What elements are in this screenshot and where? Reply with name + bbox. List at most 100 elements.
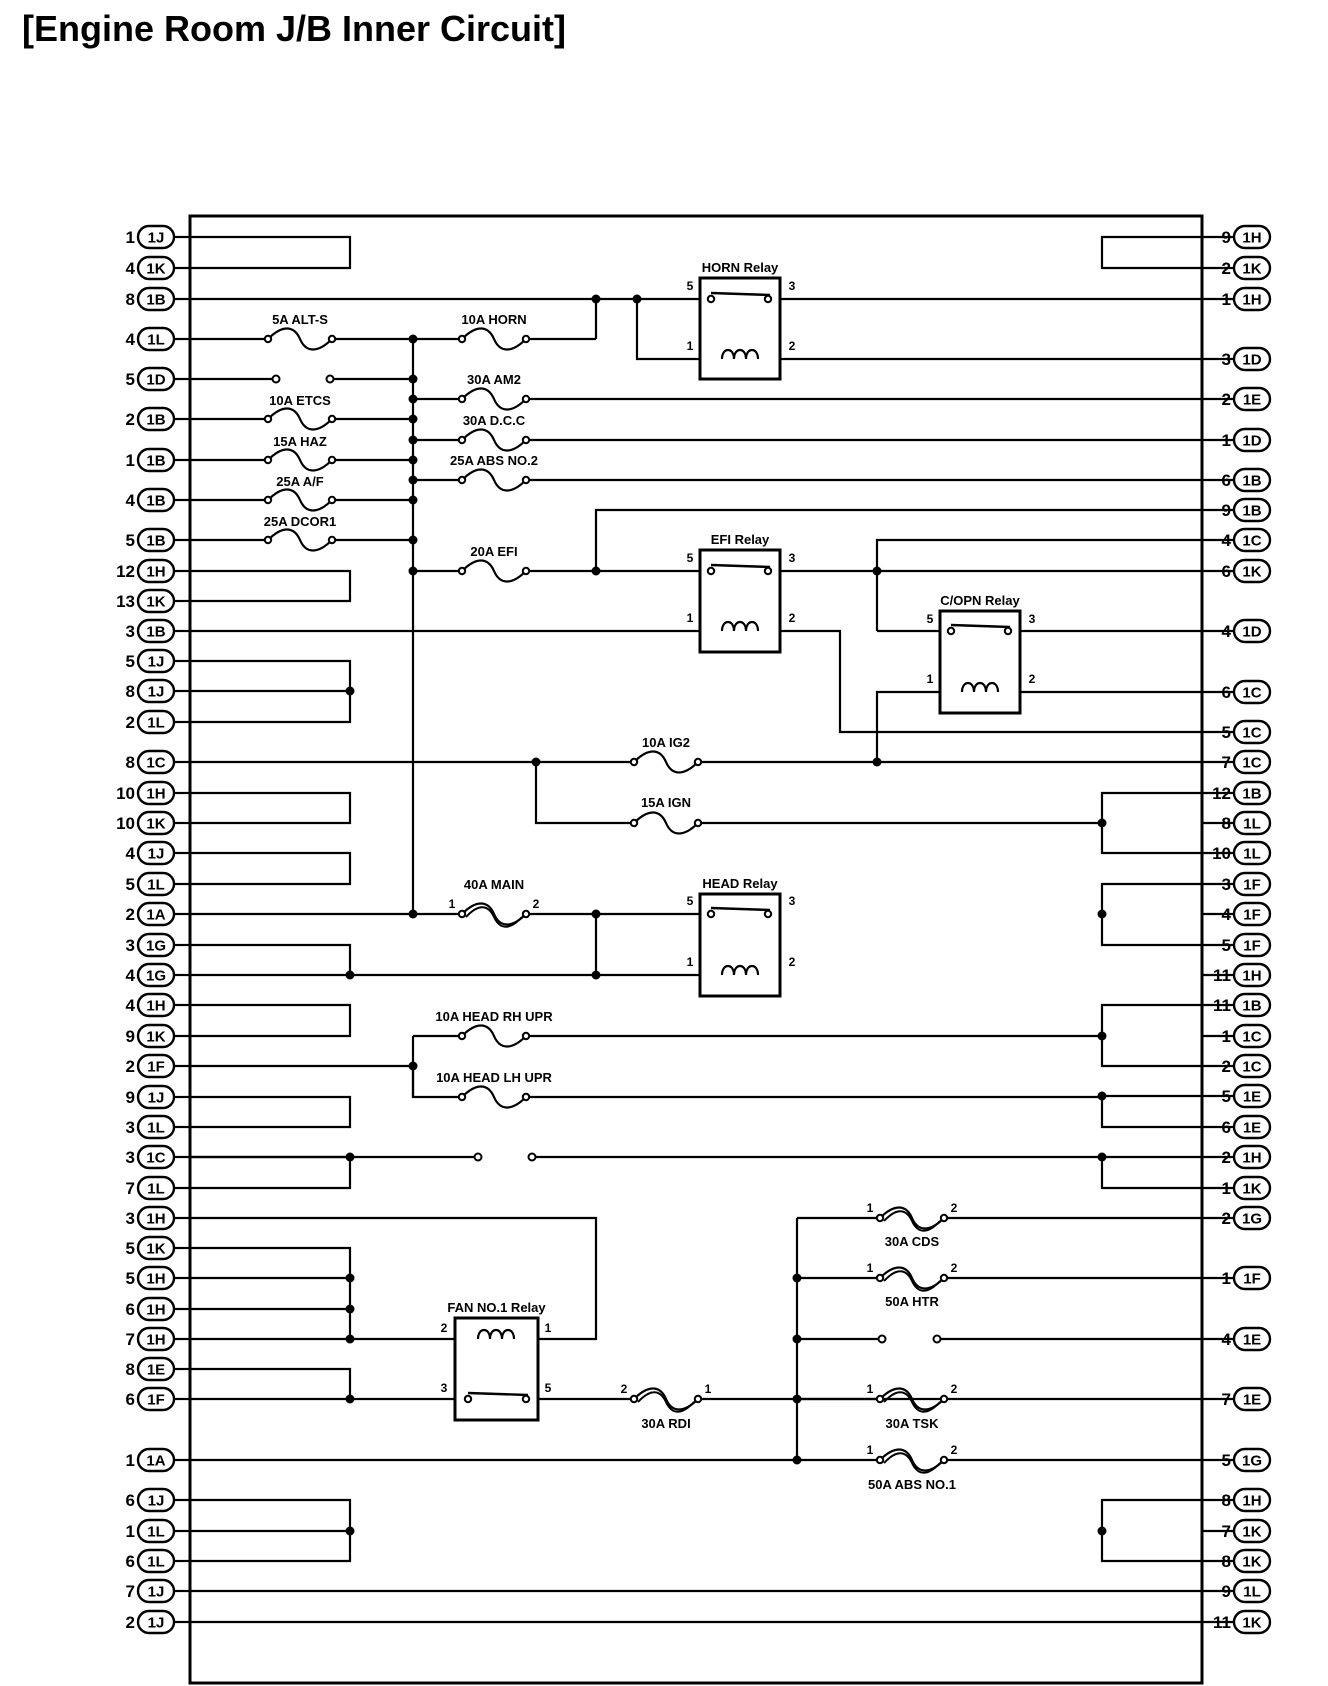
connector-id: 1J bbox=[148, 1090, 165, 1107]
junction-dot bbox=[872, 757, 882, 767]
fuse-element bbox=[267, 528, 333, 552]
open-terminal bbox=[932, 1334, 942, 1344]
open-terminal bbox=[527, 1152, 537, 1162]
left-pin-40: 1L6 bbox=[126, 1548, 176, 1574]
pin-number: 7 bbox=[126, 1582, 135, 1601]
fuse-alt-s: 5A ALT-S bbox=[263, 312, 337, 351]
connector-id: 1B bbox=[146, 533, 165, 550]
label: 3 bbox=[789, 894, 796, 908]
fuse-terminal bbox=[263, 414, 273, 424]
loop-wire bbox=[1100, 235, 1202, 270]
connector-id: 1H bbox=[146, 1332, 165, 1349]
left-pin-42: 1J2 bbox=[126, 1609, 176, 1635]
pin-number: 7 bbox=[126, 1330, 135, 1349]
pin-number: 3 bbox=[126, 1209, 135, 1228]
fuse-terminal bbox=[327, 334, 337, 344]
fuse-label: 30A CDS bbox=[885, 1234, 940, 1249]
junction-block-outline bbox=[188, 214, 1204, 1685]
connector-id: 1K bbox=[1242, 564, 1261, 581]
junction-dot bbox=[345, 1304, 355, 1314]
switch-arm bbox=[710, 906, 771, 912]
contact bbox=[706, 566, 716, 576]
junction-dot bbox=[591, 970, 601, 980]
connector-id: 1H bbox=[1242, 292, 1261, 309]
wire bbox=[534, 762, 634, 825]
switch-arm bbox=[710, 563, 771, 569]
pin-number: 8 bbox=[126, 290, 135, 309]
fuse-element bbox=[465, 906, 523, 928]
fuse-element bbox=[461, 468, 527, 492]
terminal-number: 2 bbox=[533, 897, 540, 911]
fuse-terminal bbox=[263, 334, 273, 344]
pin-number: 8 bbox=[126, 1360, 135, 1379]
fuse-label: 30A RDI bbox=[641, 1416, 690, 1431]
connector-id: 1B bbox=[146, 624, 165, 641]
terminal-number: 1 bbox=[867, 1443, 874, 1457]
terminal-number: 2 bbox=[951, 1261, 958, 1275]
left-pin-31: 1K5 bbox=[126, 1235, 176, 1261]
label: 5 bbox=[545, 1381, 552, 1395]
connector-id: 1E bbox=[1243, 1089, 1261, 1106]
connector-id: 1H bbox=[146, 1302, 165, 1319]
wire bbox=[411, 1066, 462, 1099]
label: 5 bbox=[927, 612, 934, 626]
connector-id: 1F bbox=[147, 1392, 165, 1409]
connector-id: 1B bbox=[146, 493, 165, 510]
connector-id: 1B bbox=[1242, 998, 1261, 1015]
loop-wire bbox=[1100, 882, 1202, 947]
contact bbox=[463, 1394, 473, 1404]
fuse-terminal bbox=[457, 909, 467, 919]
fuse-label: 50A ABS NO.1 bbox=[868, 1477, 956, 1492]
pin-number: 10 bbox=[116, 814, 135, 833]
connector-id: 1J bbox=[148, 230, 165, 247]
fuse-ign: 15A IGN bbox=[629, 795, 703, 835]
fuse-label: 50A HTR bbox=[885, 1294, 939, 1309]
pin-number: 2 bbox=[126, 410, 135, 429]
left-pin-24: 1K9 bbox=[126, 1023, 176, 1049]
pin-number: 12 bbox=[116, 562, 135, 581]
fuse-terminal bbox=[327, 414, 337, 424]
pin-number: 9 bbox=[126, 1088, 135, 1107]
pin-number: 4 bbox=[126, 996, 136, 1015]
label: 1 bbox=[927, 672, 934, 686]
label: 1 bbox=[687, 611, 694, 625]
fuse-label: 20A EFI bbox=[470, 544, 517, 559]
left-pin-5: 1B2 bbox=[126, 406, 176, 432]
fuse-element bbox=[461, 428, 527, 452]
fuse-element bbox=[461, 559, 527, 583]
fuse-horn: 10A HORN bbox=[457, 312, 531, 351]
open-terminal bbox=[877, 1334, 887, 1344]
left-pin-41: 1J7 bbox=[126, 1578, 176, 1604]
label: 3 bbox=[789, 551, 796, 565]
connector-id: 1F bbox=[1243, 938, 1261, 955]
fuse-label: 25A A/F bbox=[276, 474, 323, 489]
left-pin-26: 1J 9 bbox=[126, 1084, 176, 1110]
fuse-terminal bbox=[875, 1394, 885, 1404]
open-terminal bbox=[325, 374, 335, 384]
fuse-element bbox=[883, 1452, 941, 1474]
pin-number: 4 bbox=[126, 966, 136, 985]
left-pin-7: 1B4 bbox=[126, 487, 176, 513]
fuse-terminal bbox=[939, 1455, 949, 1465]
loop-wire bbox=[190, 1246, 352, 1341]
fuse-element bbox=[883, 1391, 941, 1413]
pin-number: 10 bbox=[116, 784, 135, 803]
contact bbox=[521, 1394, 531, 1404]
junction-dot bbox=[1097, 1526, 1107, 1536]
connector-id: 1E bbox=[1243, 1332, 1261, 1349]
pin-number: 3 bbox=[126, 936, 135, 955]
loop-wire bbox=[190, 1155, 352, 1190]
left-pin-27: 1L3 bbox=[126, 1114, 176, 1140]
fuse-terminal bbox=[327, 535, 337, 545]
fuse-terminal bbox=[327, 495, 337, 505]
left-pin-2: 1B8 bbox=[126, 286, 176, 312]
fuse-terminal bbox=[629, 818, 639, 828]
connector-id: 1B bbox=[1242, 503, 1261, 520]
junction-dot bbox=[345, 1273, 355, 1283]
